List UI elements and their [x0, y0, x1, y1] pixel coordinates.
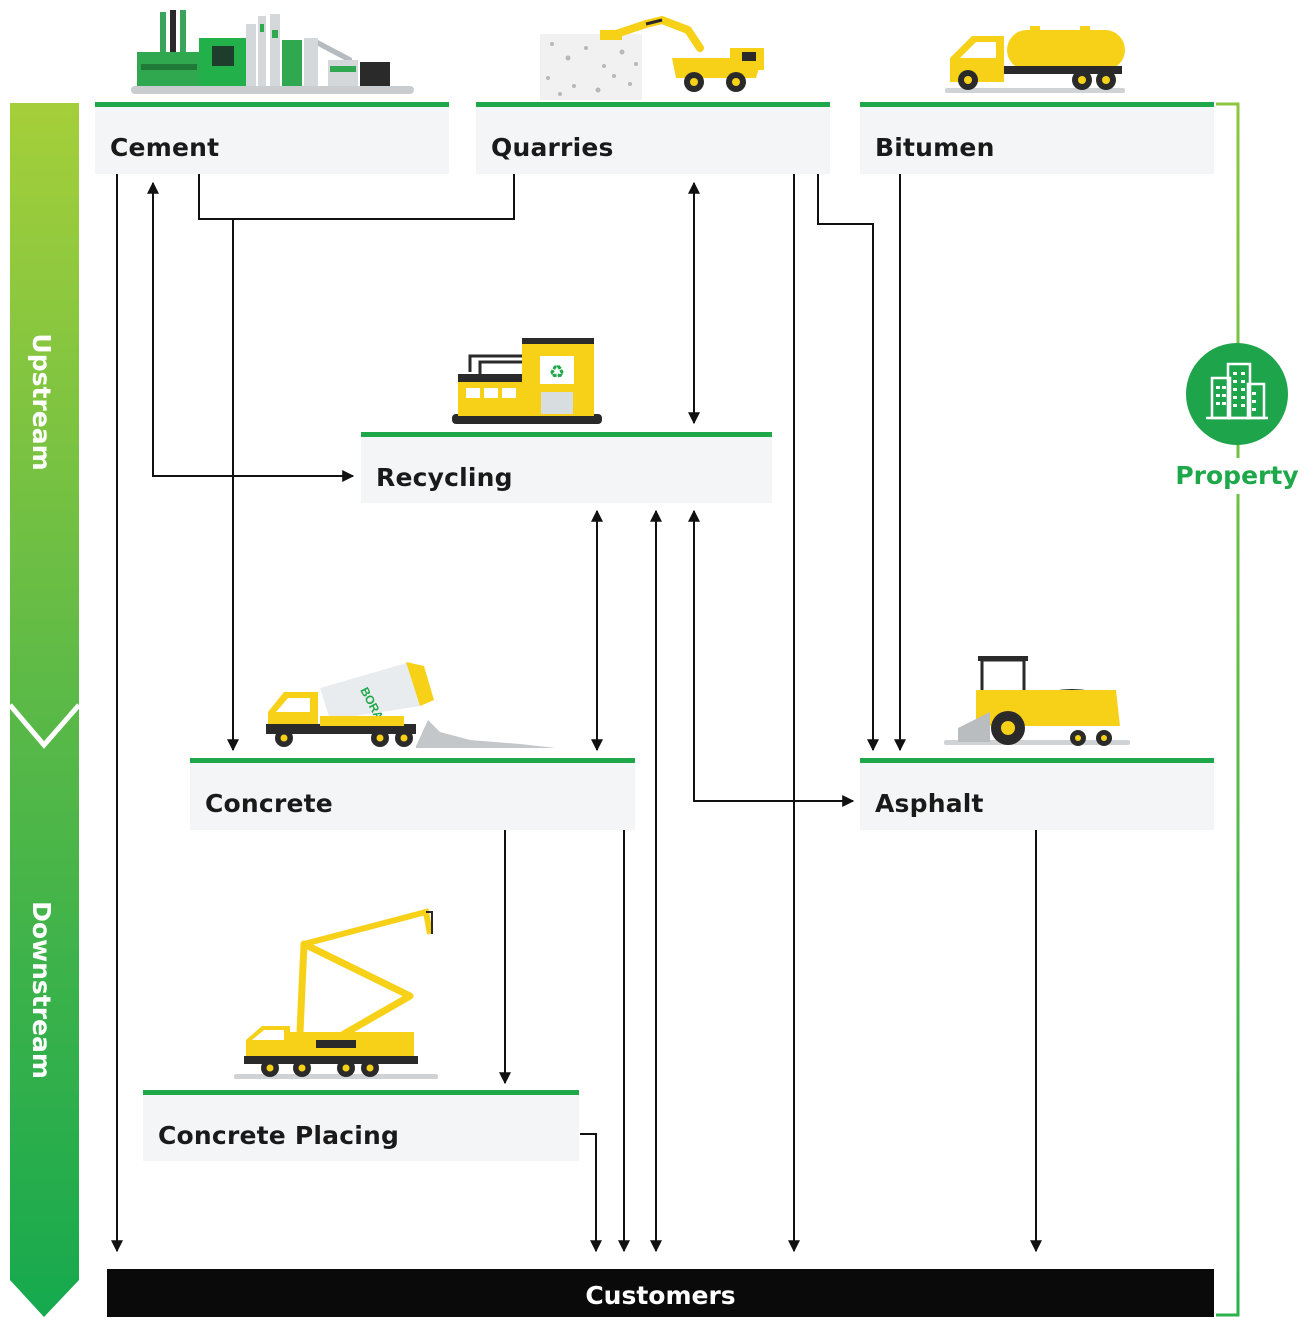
- svg-text:♻: ♻: [549, 362, 565, 382]
- cement-quarries-join-line: [198, 174, 515, 220]
- bitumen-node: Bitumen: [860, 102, 1214, 174]
- quarries-label: Quarries: [491, 133, 614, 162]
- upstream-downstream-arrow: [8, 103, 81, 1317]
- quarry-excavator-icon: [540, 15, 764, 100]
- property-label: Property: [1162, 458, 1312, 494]
- cement-plant-icon: [131, 10, 414, 94]
- concrete-pump-truck-icon: [234, 908, 438, 1079]
- cement-label: Cement: [110, 133, 220, 162]
- downstream-label: Downstream: [27, 901, 56, 1079]
- customers-bar: Customers: [107, 1269, 1214, 1317]
- connectors: [111, 174, 1042, 1253]
- concrete-label: Concrete: [205, 789, 333, 818]
- quarries-to-asphalt-arrow: [817, 174, 879, 752]
- cement-recycling-arrow: [147, 181, 355, 482]
- cement-node: Cement: [95, 102, 449, 174]
- property-building-icon: [1186, 343, 1288, 445]
- asphalt-node: Asphalt: [860, 758, 1214, 830]
- concrete-placing-node: Concrete Placing: [143, 1090, 579, 1161]
- upstream-label: Upstream: [27, 333, 56, 470]
- concrete-node: Concrete: [190, 758, 635, 830]
- concrete-mixer-truck-icon: BORAL: [266, 662, 556, 748]
- quarries-node: Quarries: [476, 102, 830, 174]
- recycling-asphalt-arrow: [688, 509, 855, 807]
- recycling-plant-icon: ♻: [452, 338, 602, 424]
- asphalt-label: Asphalt: [875, 789, 984, 818]
- recycling-node: Recycling: [361, 432, 772, 503]
- concrete-placing-label: Concrete Placing: [158, 1121, 400, 1150]
- asphalt-paver-icon: [944, 656, 1130, 746]
- placing-to-customers-arrow: [580, 1133, 602, 1253]
- bitumen-tanker-icon: [945, 26, 1125, 93]
- bitumen-label: Bitumen: [875, 133, 995, 162]
- property-bracket-line: [1216, 102, 1240, 1317]
- recycling-label: Recycling: [376, 463, 513, 492]
